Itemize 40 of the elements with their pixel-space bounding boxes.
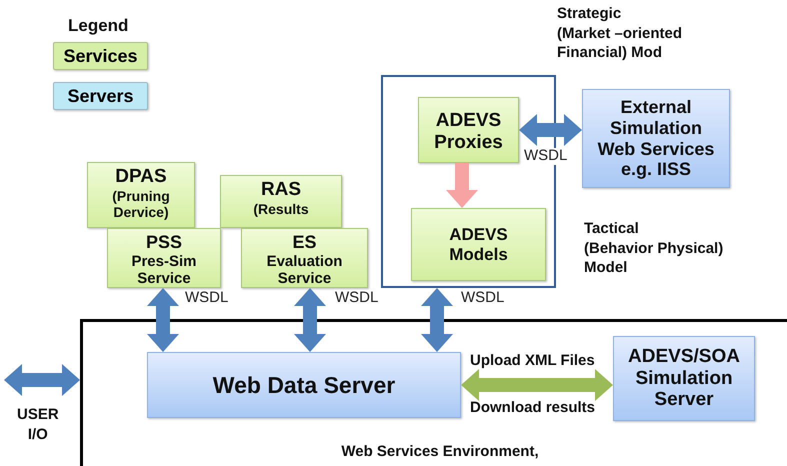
block-arrow — [4, 364, 80, 396]
service-box — [241, 228, 368, 288]
note-text: Tactical (Behavior Physical) Model — [584, 219, 724, 278]
node-title: Web Data Server — [212, 372, 396, 398]
node-title: Web Services Environment, — [341, 442, 539, 460]
edge-note: Upload XML Files — [470, 351, 595, 370]
server-box — [582, 89, 730, 188]
block-arrow — [446, 163, 478, 208]
service-box — [87, 162, 195, 228]
server-box — [147, 352, 461, 418]
edge-label: WSDL — [523, 148, 568, 164]
io-label: USER I/O — [17, 405, 59, 444]
edge-note: Download results — [470, 398, 596, 418]
service-box — [220, 175, 342, 228]
node-title: ADEVS/SOA Simulation Server — [627, 346, 741, 412]
legend-title: Legend — [68, 15, 128, 37]
service-box — [411, 208, 546, 281]
node-label: Pres-Sim Service — [130, 252, 198, 288]
node-label: (Pruning Dervice) — [111, 188, 171, 220]
node-title: DPAS — [115, 166, 167, 188]
environment-frame — [80, 319, 787, 466]
node-title: RAS — [260, 179, 302, 201]
node-title: ADEVS Models — [448, 224, 509, 264]
service-box — [418, 97, 519, 163]
note-text: Strategic (Market –oriented Financial) Mod — [557, 4, 682, 62]
block-arrow — [461, 369, 613, 401]
node-title: ES — [292, 232, 316, 253]
server-box — [613, 336, 755, 421]
block-arrow — [519, 114, 582, 146]
legend-label: Servers — [67, 86, 134, 106]
node-title: PSS — [146, 232, 182, 253]
node-label: Evaluation Service — [266, 252, 344, 288]
node-title: External Simulation Web Services e.g. IISS — [596, 97, 716, 180]
node-title: ADEVS Proxies — [433, 110, 504, 154]
block-arrow — [147, 288, 179, 352]
block-arrow — [421, 288, 453, 352]
legend-label: Services — [63, 46, 138, 66]
node-label: (Results — [253, 200, 309, 217]
block-arrow — [294, 288, 326, 352]
service-box — [107, 228, 221, 288]
